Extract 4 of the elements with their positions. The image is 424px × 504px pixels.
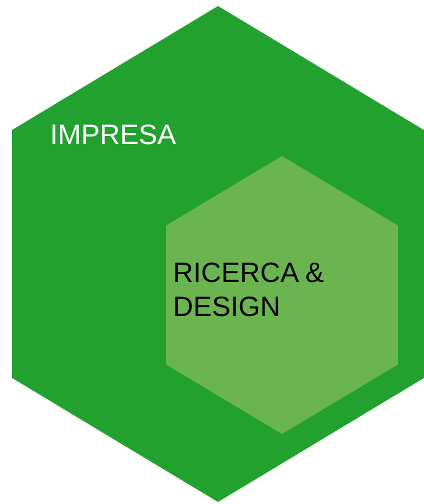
hexagon-label: RICERCA & DESIGN [173,256,325,324]
hexagon-label: IMPRESA [50,118,176,152]
company-hexagon [12,6,424,502]
research-hexagon [166,156,398,434]
